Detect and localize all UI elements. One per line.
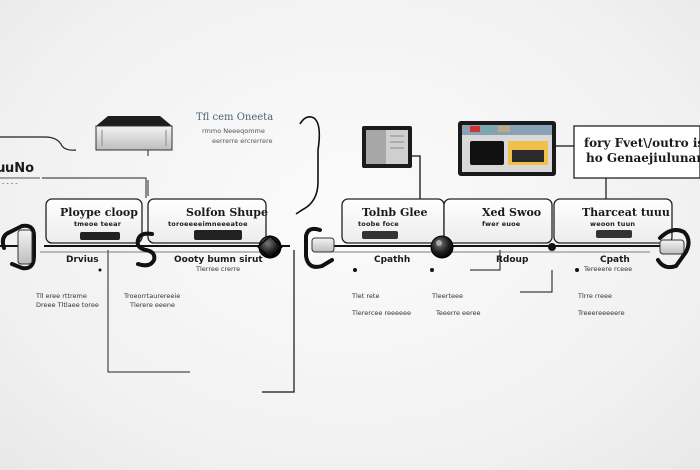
mid-note-1: Tlerree crerre bbox=[196, 265, 241, 273]
pipeline-node-2 bbox=[548, 243, 556, 251]
wire-upper-left bbox=[42, 177, 147, 198]
stage-4-note-1: Tleerteee bbox=[432, 292, 463, 300]
stage-1-note-1: Tll eree rttreme bbox=[36, 292, 87, 300]
plug-center-icon bbox=[304, 226, 335, 269]
stage-device-4 bbox=[596, 230, 632, 238]
monitor-icon bbox=[362, 126, 412, 168]
wire-down-left bbox=[107, 250, 190, 373]
wire-right-lower bbox=[520, 270, 553, 293]
stage-4-lower: Rdoup bbox=[496, 255, 529, 265]
plug-left-icon bbox=[0, 223, 36, 271]
stage-4-subtitle: fwer euoe bbox=[482, 220, 521, 228]
stage-5-lower: Cpath bbox=[600, 255, 630, 265]
wire-right-lower-2 bbox=[470, 250, 501, 271]
stage-box-5 bbox=[553, 198, 673, 244]
stage-3-note-2: Tlerercee reeeeee bbox=[352, 309, 411, 317]
left-edge-caption: - - - - bbox=[2, 179, 18, 187]
stage-2-note-2: Tlerere eeene bbox=[130, 301, 176, 309]
right-callout-box bbox=[573, 125, 700, 179]
right-callout-line-1: fory Fvet\/outro is a bbox=[584, 136, 700, 150]
wire-s-curve bbox=[295, 116, 321, 215]
stage-2-subtitle: toroeeeeimneeeatoe bbox=[168, 220, 248, 228]
left-edge-label: ɹuNo bbox=[0, 161, 35, 176]
stage-device-3 bbox=[362, 231, 398, 239]
top-center-line-1: rmmo Neeeqomme bbox=[202, 127, 265, 135]
stage-2-title: Solfon Shupe bbox=[186, 206, 268, 219]
stage-4-title: Xed Swoo bbox=[482, 206, 542, 219]
stage-3-subtitle: toobe foce bbox=[358, 220, 399, 228]
wire-top-left bbox=[0, 136, 77, 151]
stage-5-title: Tharceat tuuu bbox=[582, 206, 670, 219]
tablet-icon bbox=[458, 121, 556, 176]
stage-3-note-1: Tlet rete bbox=[352, 292, 380, 300]
wire-tablet bbox=[412, 155, 421, 210]
stage-1-title: Ploype cloop bbox=[60, 206, 138, 219]
plug-right-icon bbox=[656, 228, 691, 270]
right-callout-line-2: ho Genaejiulunar bbox=[586, 151, 700, 165]
stage-3-title: Tolnb Glee bbox=[362, 206, 428, 219]
stage-4-note-2: Teeerre eeree bbox=[436, 309, 481, 317]
stage-1-note-2: Dreee Tltlaee toree bbox=[36, 301, 99, 309]
stage-2-lower: Oooty bumn sirut bbox=[174, 255, 263, 265]
top-center-title: Tfl cem Oneeta bbox=[196, 112, 274, 123]
plug-s-icon bbox=[135, 231, 157, 268]
stage-2-note-1: Troeorrtaurereeie bbox=[124, 292, 181, 300]
wire-down-center bbox=[262, 250, 295, 393]
stage-5-note-2: Treeereeeeere bbox=[578, 309, 625, 317]
stage-1-lower: Drvius bbox=[66, 255, 99, 265]
stage-device-2 bbox=[194, 230, 242, 240]
stage-5-note-1: Tlrre rreee bbox=[578, 292, 613, 300]
pipeline-node-1 bbox=[430, 235, 454, 259]
stage-box-4 bbox=[443, 198, 553, 244]
stage-1-subtitle: tmeoe teear bbox=[74, 220, 122, 228]
stage-5-subtitle: weoon tuun bbox=[590, 220, 636, 228]
mid-note-2: Tereeere rceee bbox=[584, 265, 633, 273]
top-center-line-2: eerrerre ercrerrere bbox=[212, 137, 273, 145]
stage-device-1 bbox=[80, 232, 120, 240]
stage-3-lower: Cpathh bbox=[374, 255, 411, 265]
device-tray-icon bbox=[95, 116, 173, 151]
